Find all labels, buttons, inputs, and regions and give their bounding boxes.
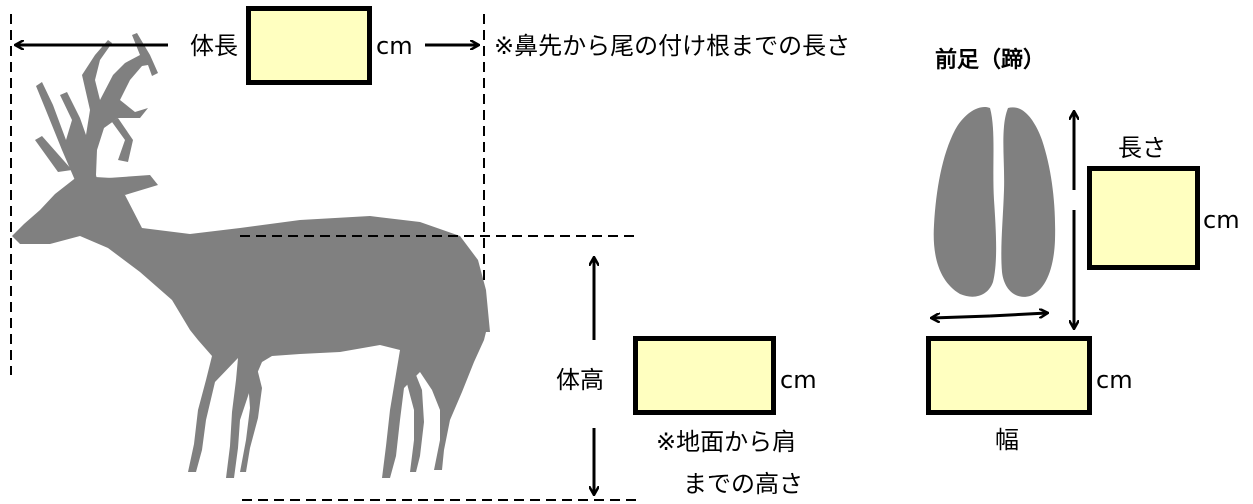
hoof-length-unit: cm	[1203, 206, 1240, 234]
body-height-input[interactable]	[633, 336, 776, 415]
body-length-input[interactable]	[246, 6, 372, 85]
dashed-guides	[10, 14, 640, 501]
measurement-arrows	[16, 45, 1074, 494]
hoof-width-label: 幅	[995, 426, 1019, 454]
hoof-length-input[interactable]	[1087, 166, 1200, 270]
deer-silhouette	[12, 33, 490, 478]
hoof-width-arrow-right	[989, 313, 1047, 316]
hoof-width-unit: cm	[1096, 366, 1133, 394]
body-height-unit: cm	[780, 366, 817, 394]
hoof-title: 前足（蹄）	[935, 48, 1046, 73]
body-height-label: 体高	[556, 366, 604, 394]
hoof-silhouette	[933, 106, 1056, 297]
body-length-note: ※鼻先から尾の付け根までの長さ	[494, 32, 851, 60]
hoof-width-arrow-left	[932, 316, 991, 318]
body-length-unit: cm	[376, 32, 413, 60]
body-length-label: 体長	[190, 32, 238, 60]
body-height-note-line1: ※地面から肩	[656, 428, 797, 456]
hoof-width-input[interactable]	[926, 336, 1092, 415]
body-height-note-line2: までの高さ	[683, 470, 803, 498]
hoof-length-label: 長さ	[1118, 134, 1166, 162]
